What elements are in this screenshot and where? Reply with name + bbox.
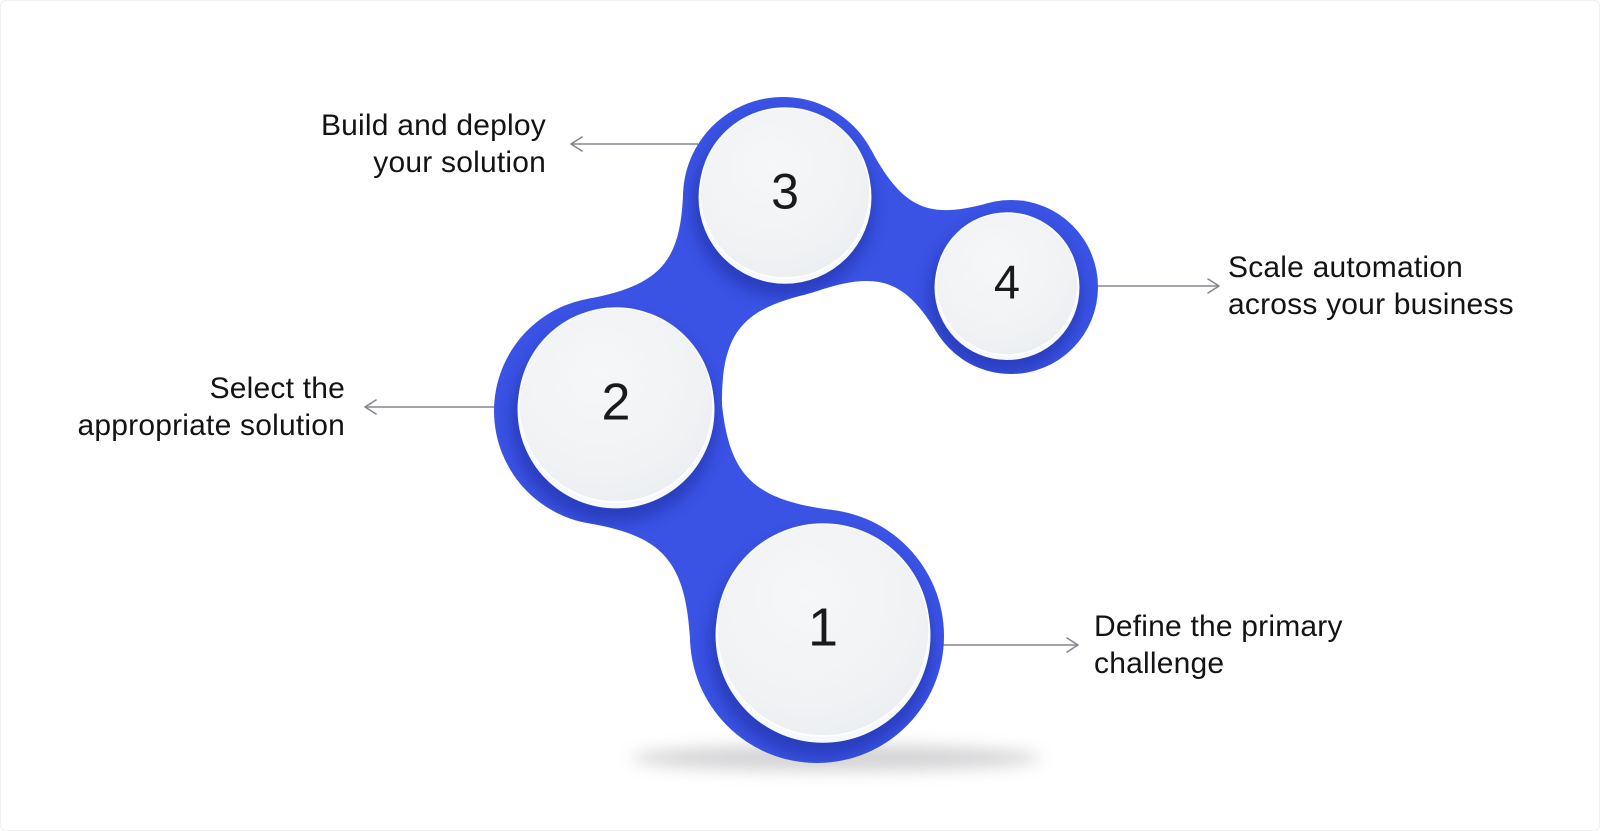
- step-2-number: 2: [601, 373, 631, 432]
- step-2-label-line1: Select the: [209, 372, 345, 405]
- step-1-number: 1: [807, 597, 839, 658]
- step-2-label: Select the appropriate solution: [77, 370, 345, 444]
- step-1-label: Define the primary challenge: [1094, 608, 1343, 682]
- step-4-label: Scale automation across your business: [1228, 249, 1514, 323]
- arrowhead-step-4: [1207, 278, 1220, 294]
- arrowhead-step-2: [364, 399, 377, 415]
- step-4-number: 4: [993, 255, 1021, 309]
- step-3-number: 3: [771, 163, 799, 220]
- step-3-label-line2: your solution: [373, 146, 546, 179]
- connector-2-3: [587, 193, 807, 409]
- step-1-label-line1: Define the primary: [1094, 610, 1343, 643]
- step-2-label-line2: appropriate solution: [77, 409, 345, 442]
- step-4-label-line1: Scale automation: [1228, 251, 1464, 284]
- step-4-label-line2: across your business: [1228, 288, 1514, 321]
- step-1-label-line2: challenge: [1094, 647, 1225, 680]
- arrowhead-step-1: [1066, 637, 1079, 653]
- step-3-label-line1: Build and deploy: [320, 109, 546, 142]
- connector-1-2: [588, 399, 833, 643]
- step-1-disc: [716, 523, 930, 737]
- arrowhead-step-3: [570, 136, 583, 152]
- step-2-disc: [518, 307, 714, 503]
- step-4-disc: [935, 212, 1079, 356]
- step-3-disc: [699, 107, 871, 279]
- step-3-label: Build and deploy your solution: [321, 107, 546, 181]
